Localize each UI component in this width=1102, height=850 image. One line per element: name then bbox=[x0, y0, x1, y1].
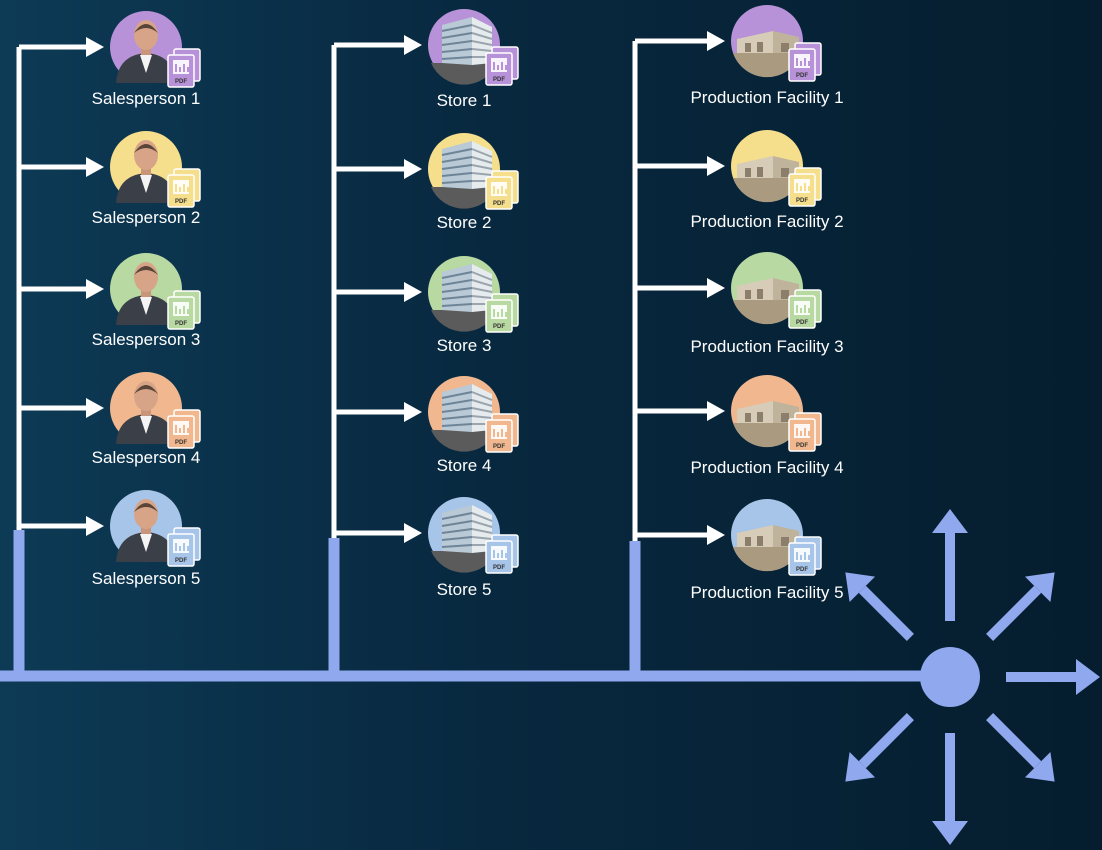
stores-node-icon: PDF bbox=[428, 256, 519, 333]
stores-branch-arrow bbox=[334, 159, 422, 179]
production-facilities-branch-arrow bbox=[635, 525, 725, 545]
stores-branch-arrow bbox=[334, 402, 422, 422]
stores-label: Store 4 bbox=[436, 456, 492, 475]
hub-arrow bbox=[845, 713, 914, 782]
production-facilities-branch-arrow bbox=[635, 278, 725, 298]
pdf-report-icon: PDF bbox=[485, 413, 519, 453]
stores-node-icon: PDF bbox=[428, 497, 519, 574]
pdf-badge-text: PDF bbox=[493, 565, 505, 571]
salespeople-node-icon: PDF bbox=[110, 490, 201, 567]
pdf-report-icon: PDF bbox=[788, 289, 822, 329]
production-facilities-branch-arrow bbox=[635, 31, 725, 51]
production-facilities-label: Production Facility 4 bbox=[690, 458, 844, 477]
distribution-hub-icon bbox=[845, 509, 1100, 845]
pdf-badge-text: PDF bbox=[175, 79, 187, 85]
production-facilities-label: Production Facility 3 bbox=[690, 337, 844, 356]
hub-arrow bbox=[986, 572, 1055, 641]
pdf-badge-text: PDF bbox=[796, 73, 808, 79]
hub-arrow bbox=[932, 509, 968, 621]
hub-arrow bbox=[986, 713, 1055, 782]
salespeople-label: Salesperson 5 bbox=[91, 569, 201, 588]
pdf-badge-text: PDF bbox=[175, 321, 187, 327]
pdf-badge-text: PDF bbox=[493, 201, 505, 207]
pdf-badge-text: PDF bbox=[175, 558, 187, 564]
pdf-badge-text: PDF bbox=[796, 198, 808, 204]
salespeople-branch-arrow bbox=[19, 279, 104, 299]
production-facilities-branch-arrow bbox=[635, 156, 725, 176]
pdf-badge-text: PDF bbox=[796, 320, 808, 326]
salespeople-node-icon: PDF bbox=[110, 253, 201, 330]
pdf-badge-text: PDF bbox=[493, 77, 505, 83]
production-facilities-label: Production Facility 5 bbox=[690, 583, 844, 602]
pdf-report-icon: PDF bbox=[167, 168, 201, 208]
salespeople-node-icon: PDF bbox=[110, 131, 201, 208]
salespeople-branch-arrow bbox=[19, 37, 104, 57]
production-facilities-node-icon: PDF bbox=[731, 5, 822, 82]
pdf-report-icon: PDF bbox=[788, 167, 822, 207]
salespeople-branch-arrow bbox=[19, 157, 104, 177]
pdf-report-icon: PDF bbox=[485, 170, 519, 210]
salespeople-branch-arrow bbox=[19, 516, 104, 536]
production-facilities-node-icon: PDF bbox=[731, 130, 822, 207]
stores-label: Store 3 bbox=[436, 336, 492, 355]
production-facilities-label: Production Facility 2 bbox=[690, 212, 844, 231]
production-facilities-node-icon: PDF bbox=[731, 499, 822, 576]
salespeople-label: Salesperson 4 bbox=[91, 448, 201, 467]
pdf-report-icon: PDF bbox=[788, 536, 822, 576]
stores-node-icon: PDF bbox=[428, 133, 519, 210]
salespeople-label: Salesperson 3 bbox=[91, 330, 201, 349]
stores-node-icon: PDF bbox=[428, 9, 519, 86]
pdf-badge-text: PDF bbox=[493, 444, 505, 450]
stores-label: Store 5 bbox=[436, 580, 492, 599]
pdf-report-icon: PDF bbox=[788, 412, 822, 452]
pdf-badge-text: PDF bbox=[175, 199, 187, 205]
hub-arrow bbox=[845, 572, 914, 641]
stores-branch-arrow bbox=[334, 35, 422, 55]
pdf-report-icon: PDF bbox=[167, 48, 201, 88]
salespeople-label: Salesperson 1 bbox=[91, 89, 201, 108]
stores-label: Store 2 bbox=[436, 213, 492, 232]
stores-label: Store 1 bbox=[436, 91, 492, 110]
stores-branch-arrow bbox=[334, 523, 422, 543]
production-facilities-node-icon: PDF bbox=[731, 375, 822, 452]
stores-node-icon: PDF bbox=[428, 376, 519, 453]
pdf-badge-text: PDF bbox=[175, 440, 187, 446]
pdf-report-icon: PDF bbox=[167, 409, 201, 449]
pdf-report-icon: PDF bbox=[485, 534, 519, 574]
pdf-report-icon: PDF bbox=[167, 290, 201, 330]
salespeople-branch-arrow bbox=[19, 398, 104, 418]
hub-arrow bbox=[932, 733, 968, 845]
pdf-badge-text: PDF bbox=[493, 324, 505, 330]
production-facilities-label: Production Facility 1 bbox=[690, 88, 844, 107]
salespeople-node-icon: PDF bbox=[110, 372, 201, 449]
pdf-report-icon: PDF bbox=[167, 527, 201, 567]
hub-arrow bbox=[1006, 659, 1100, 695]
pdf-badge-text: PDF bbox=[796, 443, 808, 449]
salespeople-node-icon: PDF bbox=[110, 11, 201, 88]
pdf-report-icon: PDF bbox=[485, 293, 519, 333]
salespeople-label: Salesperson 2 bbox=[91, 208, 201, 227]
production-facilities-branch-arrow bbox=[635, 401, 725, 421]
production-facilities-node-icon: PDF bbox=[731, 252, 822, 329]
pdf-report-icon: PDF bbox=[485, 46, 519, 86]
pdf-badge-text: PDF bbox=[796, 567, 808, 573]
stores-branch-arrow bbox=[334, 282, 422, 302]
pdf-report-icon: PDF bbox=[788, 42, 822, 82]
